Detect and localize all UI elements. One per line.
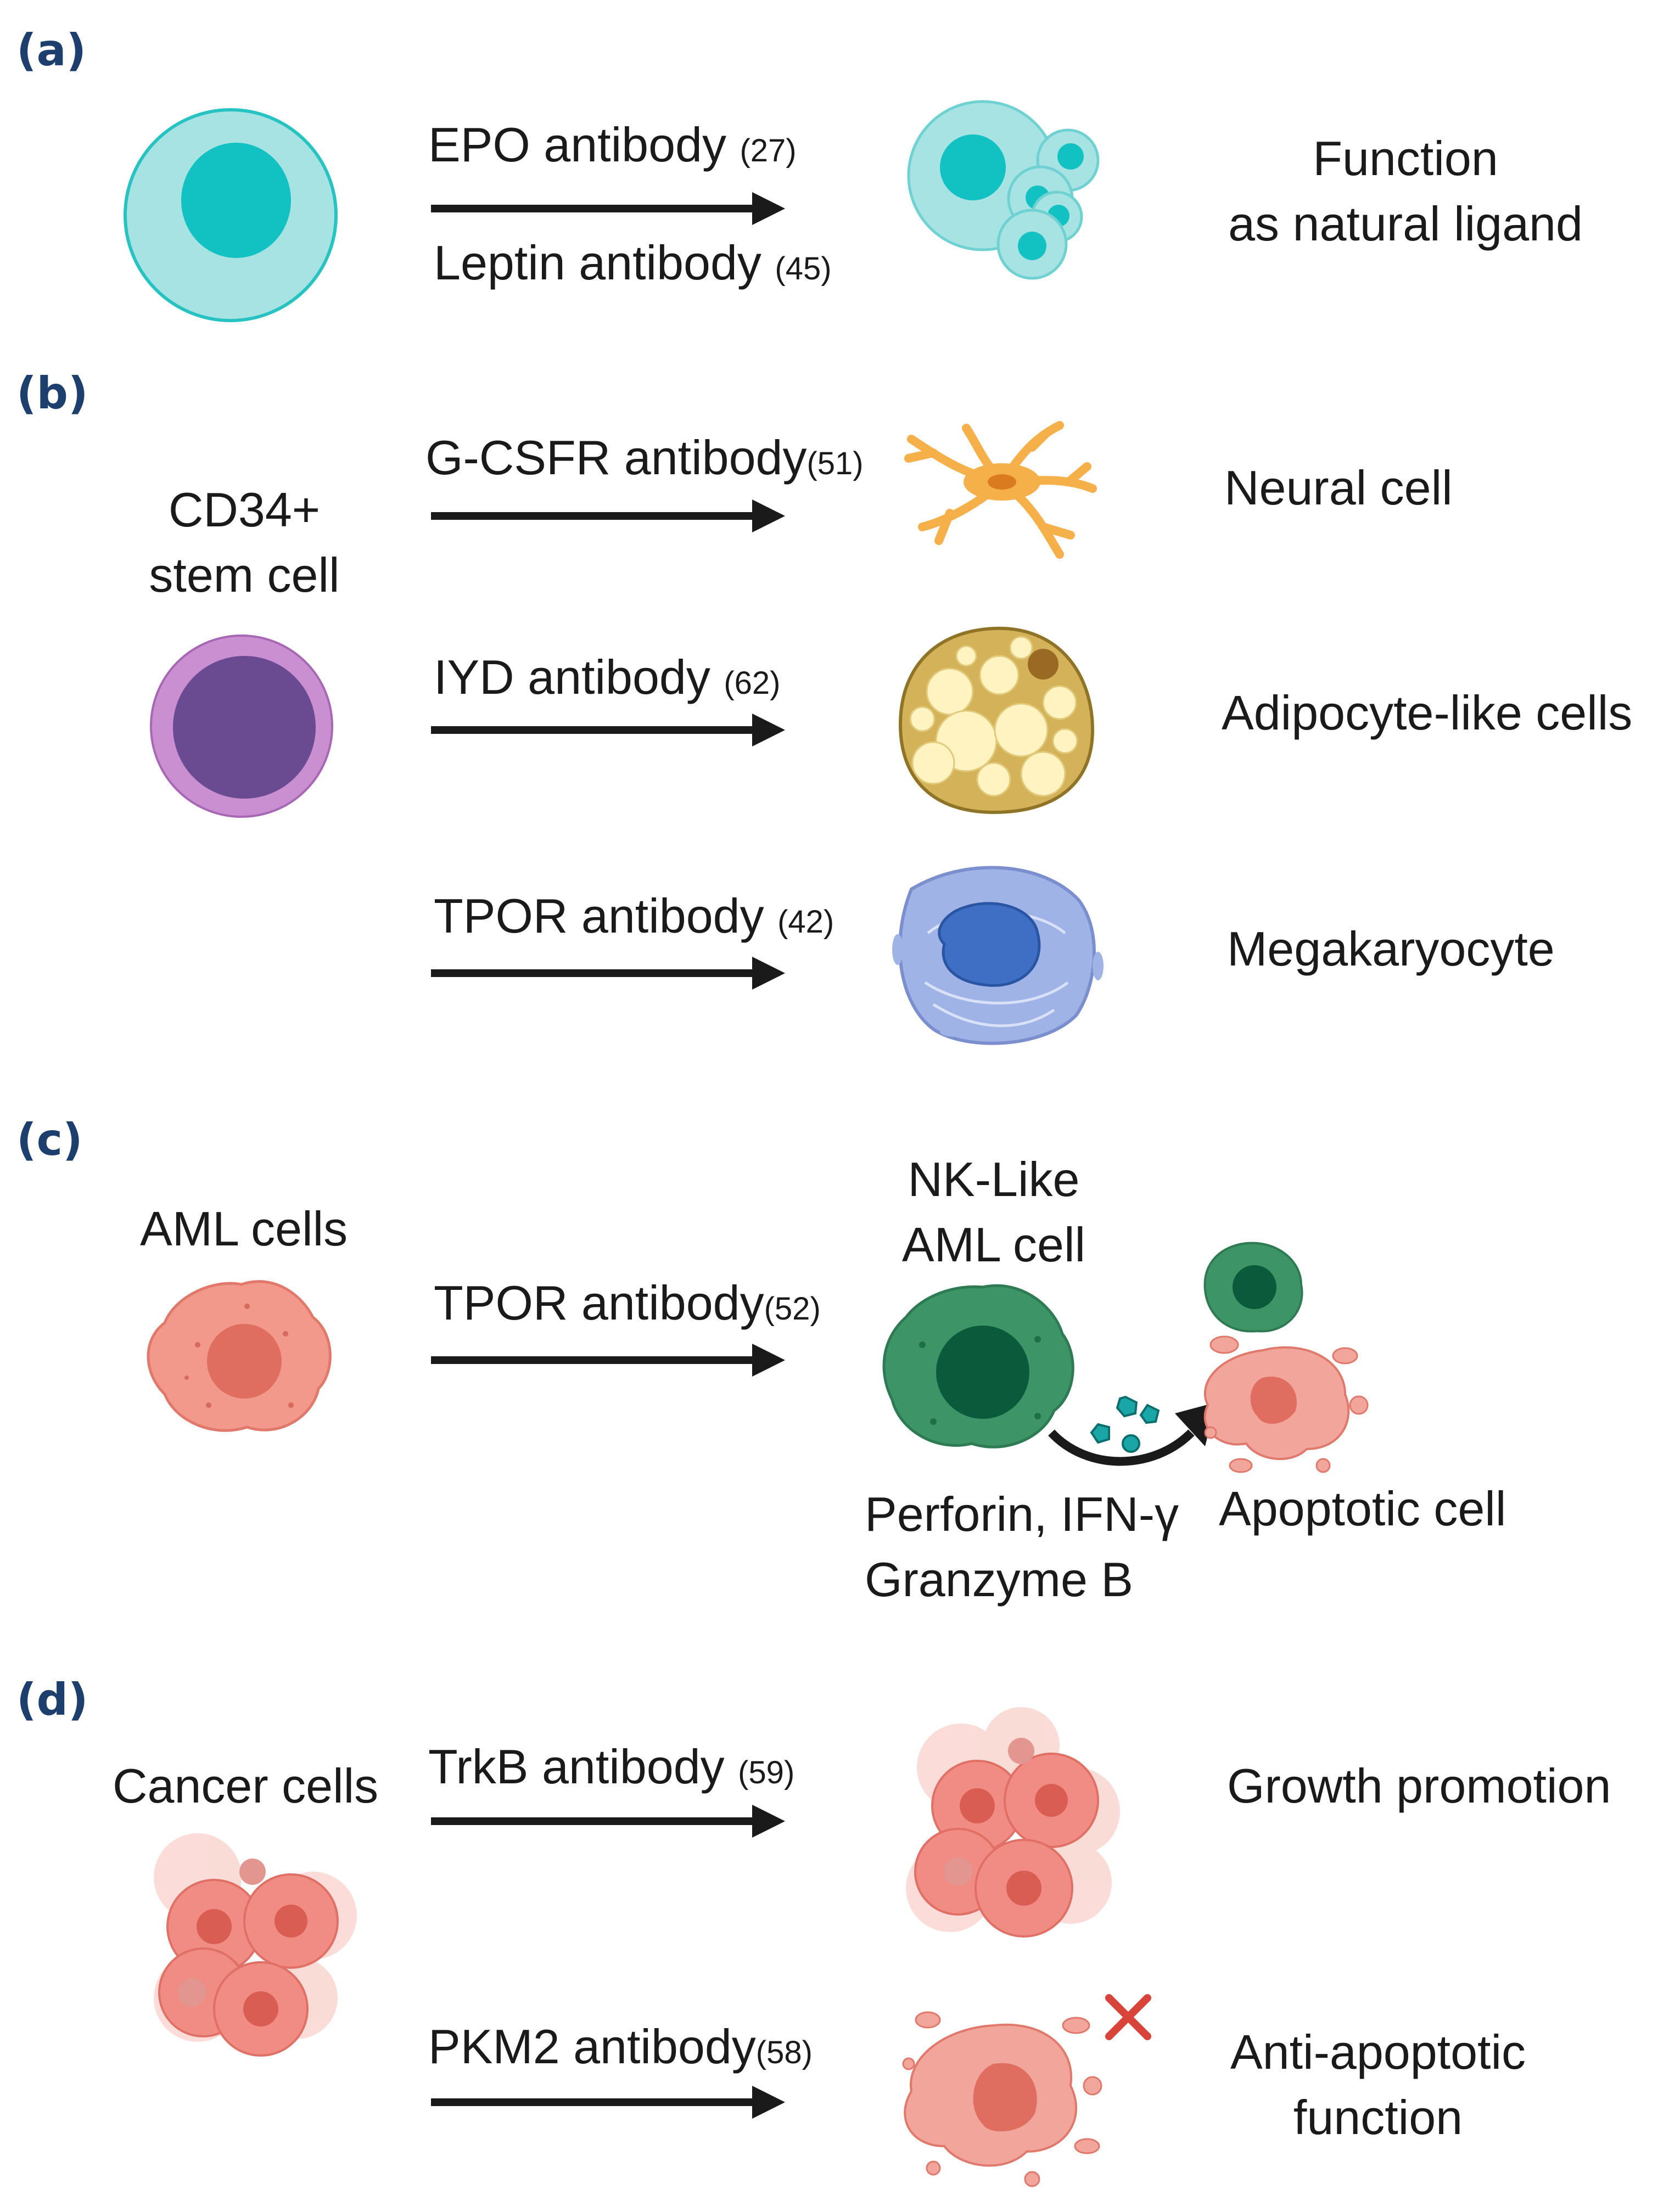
apoptotic-cell-icon (1203, 1242, 1369, 1473)
arrow-a (431, 192, 785, 225)
panel-c-antibody: TPOR antibody(52) (434, 1276, 821, 1330)
teal-cell-icon (124, 108, 338, 322)
panel-d-ref-1: (59) (738, 1755, 795, 1790)
panel-b-ref-1: (51) (807, 446, 864, 481)
panel-d-result-2: Anti-apoptotic function (1202, 2020, 1554, 2151)
panel-a-ref-1: (27) (740, 133, 797, 169)
budding-cells-icon (907, 100, 1100, 280)
panel-b-result-2: Adipocyte-like cells (1222, 686, 1633, 740)
panel-c-secreted: Perforin, IFN-γ Granzyme B (865, 1482, 1179, 1613)
panel-d-ref-2: (58) (755, 2035, 813, 2070)
panel-a-ref-2: (45) (775, 251, 832, 287)
panel-b-antibody-2: IYD antibody (62) (434, 650, 781, 704)
panel-a-result-line-2: as natural ligand (1228, 196, 1583, 251)
megakaryocyte-icon (892, 866, 1104, 1045)
panel-b-letter: (b) (16, 368, 88, 419)
panel-b-source-line-2: stem cell (149, 547, 340, 602)
panel-c-letter: (c) (16, 1114, 83, 1165)
panel-b-antibody-3: TPOR antibody (42) (434, 889, 834, 943)
nk-like-cell-icon (882, 1284, 1074, 1449)
anti-apoptotic-cell-icon (902, 2011, 1102, 2187)
arrows (431, 192, 785, 2119)
panel-c-intermediate-line-2: AML cell (901, 1217, 1086, 1272)
panel-c-secreted-line-2: Granzyme B (865, 1552, 1134, 1607)
cancer-cluster-icon (154, 1833, 357, 2057)
panel-a-antibody-1: EPO antibody (27) (428, 117, 797, 172)
panel-c-secreted-line-1: Perforin, IFN-γ (865, 1487, 1179, 1541)
panel-b-ref-3: (42) (777, 904, 834, 940)
panel-b-result-1: Neural cell (1224, 461, 1453, 515)
arrow-c (431, 1344, 785, 1377)
arrow-b2 (431, 714, 785, 746)
panel-d-source: Cancer cells (113, 1759, 379, 1813)
panel-d-result-2-line-2: function (1293, 2090, 1463, 2144)
panel-d-letter: (d) (16, 1674, 88, 1725)
panel-b-ref-2: (62) (724, 665, 781, 701)
panel-b-source: CD34+ stem cell (115, 478, 373, 608)
panel-d-antibody-2: PKM2 antibody(58) (428, 2019, 813, 2074)
cytotoxic-granules-icon (1048, 1395, 1216, 1466)
panel-d-antibody-1: TrkB antibody (59) (428, 1739, 795, 1794)
growth-cluster-icon (906, 1707, 1120, 1938)
blocked-x-icon (1105, 1994, 1151, 2040)
panel-d-result-1: Growth promotion (1227, 1759, 1611, 1813)
panel-a-antibody-2: Leptin antibody (45) (434, 235, 832, 290)
adipocyte-icon (898, 626, 1095, 815)
arrow-d2 (431, 2086, 785, 2119)
panel-d-result-2-line-1: Anti-apoptotic (1230, 2025, 1526, 2079)
panel-a-letter: (a) (16, 25, 87, 76)
panel-b-source-line-1: CD34+ (168, 482, 321, 537)
panel-a-result: Function as natural ligand (1213, 126, 1598, 257)
arrow-b3 (431, 957, 785, 990)
panel-c-ref: (52) (764, 1291, 821, 1327)
arrow-d1 (431, 1805, 785, 1838)
aml-cell-icon (147, 1280, 332, 1432)
panel-c-source: AML cells (140, 1202, 348, 1256)
panel-a-result-line-1: Function (1313, 131, 1498, 186)
stem-cell-icon (150, 635, 333, 818)
panel-b-result-3: Megakaryocyte (1227, 922, 1555, 976)
neural-cell-icon (904, 421, 1097, 559)
arrow-b1 (431, 499, 785, 532)
panel-c-result: Apoptotic cell (1219, 1481, 1506, 1536)
panel-c-intermediate: NK-Like AML cell (867, 1147, 1120, 1278)
panel-c-intermediate-line-1: NK-Like (908, 1152, 1080, 1206)
panel-b-antibody-1: G-CSFR antibody(51) (425, 430, 864, 485)
